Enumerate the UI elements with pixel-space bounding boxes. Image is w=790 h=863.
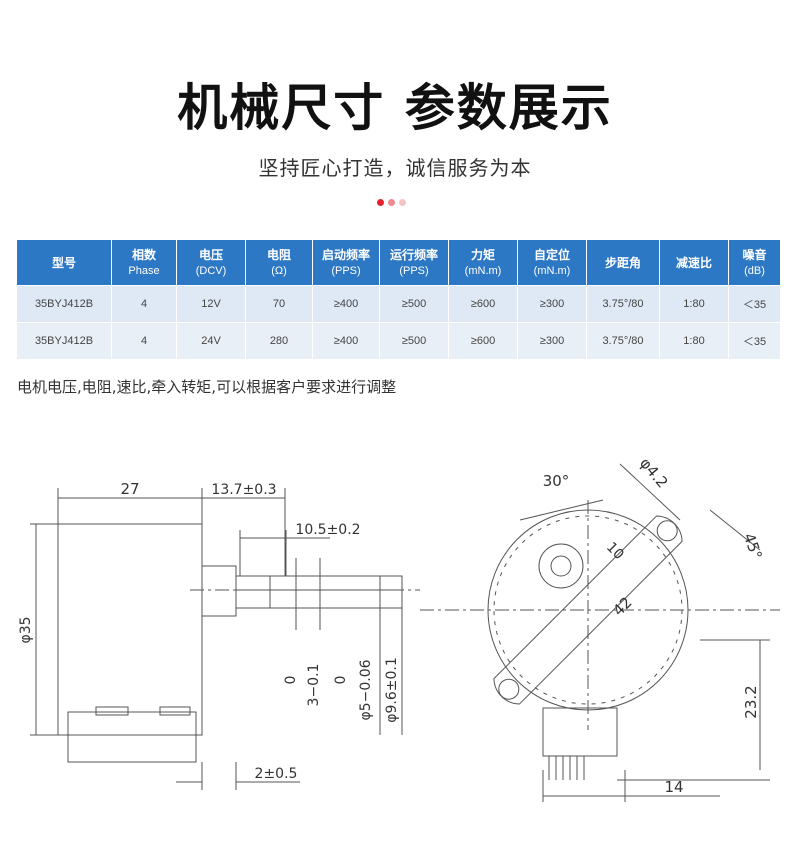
table-cell: 280	[246, 323, 312, 359]
shaft-outline	[235, 575, 403, 609]
col-header-self-position: 自定位(mN.m)	[518, 240, 586, 285]
col-header-run-freq: 运行频率(PPS)	[380, 240, 448, 285]
table-cell: 4	[112, 286, 176, 322]
table-cell: ＜35	[729, 286, 780, 322]
dot-1	[377, 199, 384, 206]
shaft-boss-circle	[538, 543, 584, 589]
table-cell: 35BYJ412B	[17, 323, 111, 359]
table-row: 35BYJ412B 4 12V 70 ≥400 ≥500 ≥600 ≥300 3…	[17, 286, 780, 322]
dot-3	[399, 199, 406, 206]
dim-phi9-6: φ9.6±0.1	[384, 657, 400, 723]
col-header-voltage: 电压(DCV)	[177, 240, 245, 285]
table-cell: ≥500	[380, 323, 448, 359]
dim-23-2: 23.2	[742, 685, 760, 718]
connector-tab-1	[95, 706, 129, 716]
table-cell: 70	[246, 286, 312, 322]
table-cell: ≥400	[313, 286, 379, 322]
decorative-dots	[377, 199, 406, 207]
table-cell: ≥600	[449, 323, 517, 359]
table-cell: 1:80	[660, 286, 728, 322]
table-cell: 24V	[177, 323, 245, 359]
dim-tol-0b: 0	[333, 676, 349, 685]
dim-42: 42	[609, 593, 635, 619]
dim-phi35: φ35	[18, 616, 34, 643]
mechanical-drawing: 27 13.7±0.3 10.5±0.2 φ35 0 3−0.1 0 φ5−0.…	[18, 454, 780, 802]
col-header-start-freq: 启动频率(PPS)	[313, 240, 379, 285]
table-cell: ≥600	[449, 286, 517, 322]
table-cell: 35BYJ412B	[17, 286, 111, 322]
dim-angle-45: 45°	[740, 531, 766, 562]
col-header-resistance: 电阻(Ω)	[246, 240, 312, 285]
table-cell: 3.75°/80	[587, 286, 659, 322]
connector-block	[67, 711, 197, 763]
dot-2	[388, 199, 395, 206]
dim-2: 2±0.5	[255, 766, 298, 782]
dim-3: 3−0.1	[306, 664, 322, 707]
table-cell: ≥300	[518, 286, 586, 322]
col-header-model: 型号	[17, 240, 111, 285]
table-cell: ≥500	[380, 286, 448, 322]
dim-phi5: φ5−0.06	[358, 659, 374, 720]
col-header-ratio: 减速比	[660, 240, 728, 285]
dim-phi4-2: φ4.2	[636, 454, 671, 491]
col-header-noise: 噪音(dB)	[729, 240, 780, 285]
dim-13-7: 13.7±0.3	[211, 482, 276, 498]
col-header-step-angle: 步距角	[587, 240, 659, 285]
table-cell: 4	[112, 323, 176, 359]
lead-block	[542, 707, 618, 757]
page-title: 机械尺寸 参数展示	[177, 79, 613, 137]
table-row: 35BYJ412B 4 24V 280 ≥400 ≥500 ≥600 ≥300 …	[17, 323, 780, 359]
motor-body-outline	[57, 523, 203, 736]
mounting-flange	[493, 515, 683, 705]
table-cell: 3.75°/80	[587, 323, 659, 359]
dim-14: 14	[664, 778, 683, 796]
col-header-torque: 力矩(mN.m)	[449, 240, 517, 285]
table-cell: 1:80	[660, 323, 728, 359]
table-cell: ≥400	[313, 323, 379, 359]
boss-outline	[201, 565, 237, 617]
dim-length-27: 27	[120, 480, 139, 498]
dim-10-5: 10.5±0.2	[295, 522, 360, 538]
table-cell: ≥300	[518, 323, 586, 359]
connector-tab-2	[159, 706, 191, 716]
table-cell: 12V	[177, 286, 245, 322]
table-cell: ＜35	[729, 323, 780, 359]
page-subtitle: 坚持匠心打造，诚信服务为本	[258, 156, 532, 180]
dim-10: 10	[603, 539, 627, 563]
dim-angle-30: 30°	[543, 472, 570, 490]
dim-tol-0a: 0	[283, 676, 299, 685]
customization-note: 电机电压,电阻,速比,牵入转矩,可以根据客户要求进行调整	[17, 378, 397, 396]
